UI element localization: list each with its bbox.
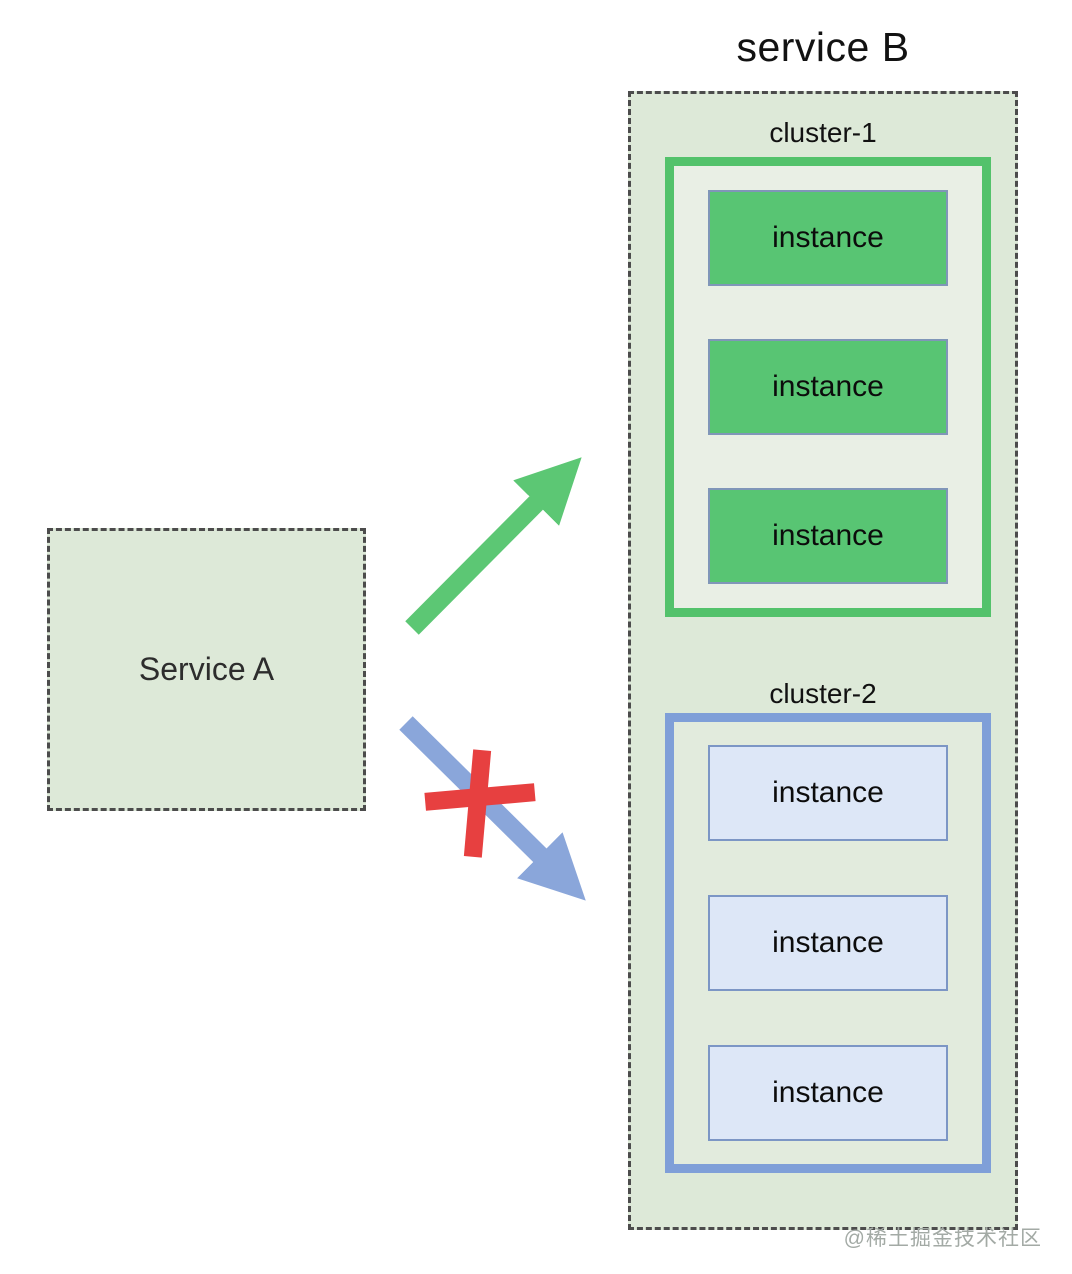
cluster-2-instance: instance xyxy=(708,745,948,841)
blocked-cross-icon xyxy=(424,749,536,858)
service-b-container: cluster-1 instance instance instance clu… xyxy=(628,91,1018,1230)
cluster-1-instance: instance xyxy=(708,190,948,286)
cluster-1-instance: instance xyxy=(708,339,948,435)
service-b-title: service B xyxy=(736,24,910,70)
allowed-arrow-icon xyxy=(405,457,582,635)
cluster-1-box: instance instance instance xyxy=(665,157,991,617)
blocked-arrow-icon xyxy=(399,716,586,901)
cluster-2-instance: instance xyxy=(708,895,948,991)
watermark: @稀土掘金技术社区 xyxy=(843,1227,1042,1250)
cluster-1-instance: instance xyxy=(708,488,948,584)
cluster-2-box: instance instance instance xyxy=(665,713,991,1173)
cluster-2-label: cluster-2 xyxy=(769,678,877,709)
service-a-box: Service A xyxy=(47,528,366,811)
cluster-1-label: cluster-1 xyxy=(769,117,877,148)
cluster-2-instance: instance xyxy=(708,1045,948,1141)
